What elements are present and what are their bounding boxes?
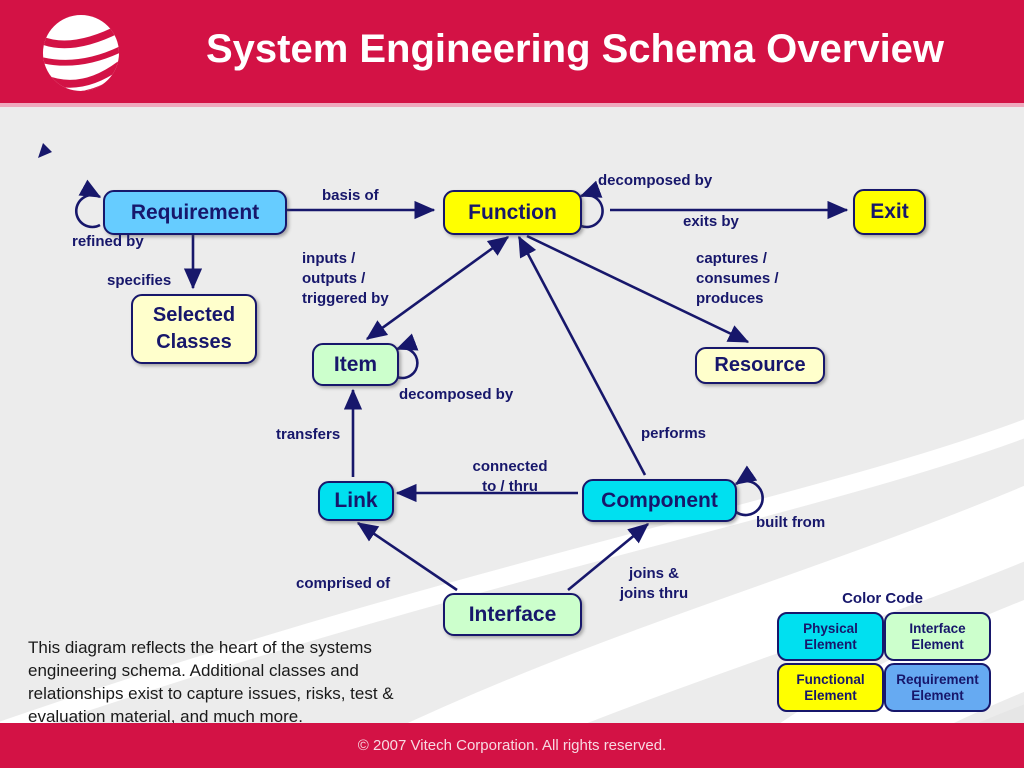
legend-functional-line1: Functional <box>796 671 865 687</box>
edge-label-captures-line2: consumes / <box>696 270 779 287</box>
edge-label-joins-line1: joins & <box>628 565 679 582</box>
edge-label-io-line3: triggered by <box>302 290 389 307</box>
legend-physical-line1: Physical <box>803 620 858 636</box>
legend-interface-line1: Interface <box>909 620 966 636</box>
edge-label-decomposed-by-item: decomposed by <box>399 386 514 403</box>
slide-title: System Engineering Schema Overview <box>205 27 945 71</box>
node-component: Component <box>582 479 737 522</box>
edge-label-connected-line1: connected <box>472 458 548 475</box>
node-selected-classes-line2: Classes <box>156 331 232 353</box>
edge-label-io-line2: outputs / <box>302 270 366 287</box>
footer-bar: © 2007 Vitech Corporation. All rights re… <box>0 723 1024 768</box>
edge-label-built-from: built from <box>756 514 826 531</box>
node-resource: Resource <box>695 347 825 384</box>
edge-label-basis-of: basis of <box>322 187 379 204</box>
edge-label-inputs-outputs-triggered-by: inputs / outputs / triggered by <box>302 249 389 309</box>
node-selected-classes-line1: Selected <box>152 304 236 326</box>
legend-functional-line2: Element <box>804 687 857 703</box>
edge-label-refined-by: refined by <box>72 233 144 250</box>
edge-label-joins-joins-thru: joins & joins thru <box>608 564 700 604</box>
edge-label-performs: performs <box>641 425 707 442</box>
edge-label-captures-consumes-produces: captures / consumes / produces <box>696 249 779 309</box>
legend-requirement-line2: Element <box>911 687 964 703</box>
edge-label-exits-by: exits by <box>683 213 739 230</box>
edge-label-io-line1: inputs / <box>302 250 356 267</box>
legend-requirement-line1: Requirement <box>896 671 979 687</box>
legend-item-functional-element: Functional Element <box>777 663 884 712</box>
node-item: Item <box>312 343 399 386</box>
legend-physical-line2: Element <box>804 636 857 652</box>
node-function: Function <box>443 190 582 235</box>
edge-label-joins-line2: joins thru <box>619 585 689 602</box>
copyright-text: © 2007 Vitech Corporation. All rights re… <box>357 737 667 754</box>
globe-logo-icon <box>42 14 120 92</box>
edge-label-connected-line2: to / thru <box>482 478 538 495</box>
node-link: Link <box>318 481 394 521</box>
edge-label-captures-line3: produces <box>696 290 764 307</box>
node-selected-classes: Selected Classes <box>131 294 257 364</box>
legend-item-interface-element: Interface Element <box>884 612 991 661</box>
node-requirement: Requirement <box>103 190 287 235</box>
header-bar: System Engineering Schema Overview <box>0 0 1024 107</box>
stray-arrowhead-icon <box>38 143 52 158</box>
edge-label-transfers: transfers <box>276 426 341 443</box>
legend-item-physical-element: Physical Element <box>777 612 884 661</box>
edge-label-specifies: specifies <box>107 272 172 289</box>
legend-title: Color Code <box>842 590 923 607</box>
node-exit: Exit <box>853 189 926 235</box>
edge-label-decomposed-by-function: decomposed by <box>598 172 713 189</box>
edge-label-captures-line1: captures / <box>696 250 767 267</box>
edge-label-connected-to-thru: connected to / thru <box>455 457 565 497</box>
edge-label-comprised-of: comprised of <box>296 575 391 592</box>
node-interface: Interface <box>443 593 582 636</box>
legend-item-requirement-element: Requirement Element <box>884 663 991 712</box>
description-text: This diagram reflects the heart of the s… <box>28 638 394 726</box>
legend-interface-line2: Element <box>911 636 964 652</box>
